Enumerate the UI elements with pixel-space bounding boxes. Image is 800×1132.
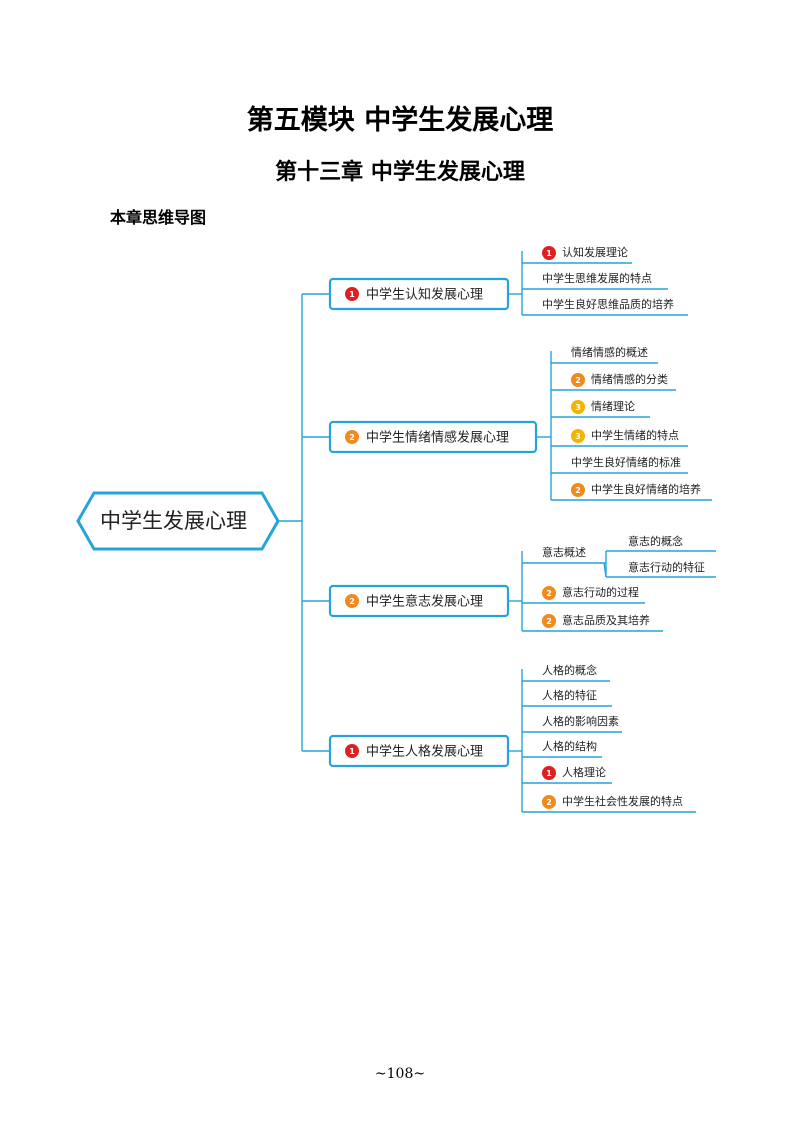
item-3-5-badge-number: 2	[546, 798, 552, 807]
item-label-3-2: 人格的影响因素	[542, 714, 619, 728]
child-connector	[603, 562, 607, 578]
item-1-2-badge-number: 3	[575, 403, 581, 412]
page-number: ~108~	[374, 1066, 426, 1082]
item-label-3-5: 中学生社会性发展的特点	[562, 794, 683, 808]
item-1-1-badge-icon	[571, 373, 585, 387]
chapter-title: 第十三章 中学生发展心理	[275, 159, 525, 185]
item-3-4-badge-number: 1	[546, 769, 552, 778]
item-label-0-2: 中学生良好思维品质的培养	[542, 297, 674, 311]
item-label-2-2: 意志品质及其培养	[562, 613, 650, 627]
item-3-4-badge-icon	[542, 766, 556, 780]
item-label-1-2: 情绪理论	[591, 399, 635, 413]
item-1-5-badge-icon	[571, 483, 585, 497]
branch-label-3: 中学生人格发展心理	[366, 744, 483, 760]
item-label-0-0: 认知发展理论	[562, 245, 628, 259]
item-3-5-badge-icon	[542, 795, 556, 809]
item-1-2-badge-icon	[571, 400, 585, 414]
item-0-0-badge-number: 1	[546, 249, 552, 258]
child-label-0: 意志的概念	[628, 534, 683, 548]
item-1-5-badge-number: 2	[575, 486, 581, 495]
branch-0-badge-number: 1	[349, 290, 355, 299]
item-label-1-1: 情绪情感的分类	[591, 372, 668, 386]
branch-label-1: 中学生情绪情感发展心理	[366, 430, 509, 446]
item-1-3-badge-number: 3	[575, 432, 581, 441]
item-2-1-badge-number: 2	[546, 589, 552, 598]
item-1-1-badge-number: 2	[575, 376, 581, 385]
branch-3-badge-icon	[345, 744, 359, 758]
branch-2-badge-icon	[345, 594, 359, 608]
root-label: 中学生发展心理	[100, 509, 247, 533]
item-2-2-badge-number: 2	[546, 617, 552, 626]
item-label-2-0: 意志概述	[542, 545, 586, 559]
branch-0-badge-icon	[345, 287, 359, 301]
item-label-1-5: 中学生良好情绪的培养	[591, 482, 701, 496]
item-1-3-badge-icon	[571, 429, 585, 443]
item-label-1-4: 中学生良好情绪的标准	[571, 455, 681, 469]
branch-3-badge-number: 1	[349, 747, 355, 756]
section-title: 本章思维导图	[110, 208, 207, 227]
child-label-1: 意志行动的特征	[628, 560, 705, 574]
item-2-1-badge-icon	[542, 586, 556, 600]
item-2-2-badge-icon	[542, 614, 556, 628]
item-label-2-1: 意志行动的过程	[562, 585, 639, 599]
module-title: 第五模块 中学生发展心理	[246, 105, 554, 136]
branch-1-badge-icon	[345, 430, 359, 444]
branch-label-2: 中学生意志发展心理	[366, 594, 483, 610]
branch-2-badge-number: 2	[349, 597, 355, 606]
item-label-3-4: 人格理论	[562, 765, 606, 779]
item-label-3-3: 人格的结构	[542, 739, 597, 753]
item-label-1-3: 中学生情绪的特点	[591, 428, 679, 442]
item-0-0-badge-icon	[542, 246, 556, 260]
item-label-0-1: 中学生思维发展的特点	[542, 271, 652, 285]
branch-1-badge-number: 2	[349, 433, 355, 442]
branch-label-0: 中学生认知发展心理	[366, 287, 483, 303]
item-label-3-0: 人格的概念	[542, 663, 597, 677]
item-label-3-1: 人格的特征	[542, 688, 597, 702]
item-label-1-0: 情绪情感的概述	[571, 345, 648, 359]
